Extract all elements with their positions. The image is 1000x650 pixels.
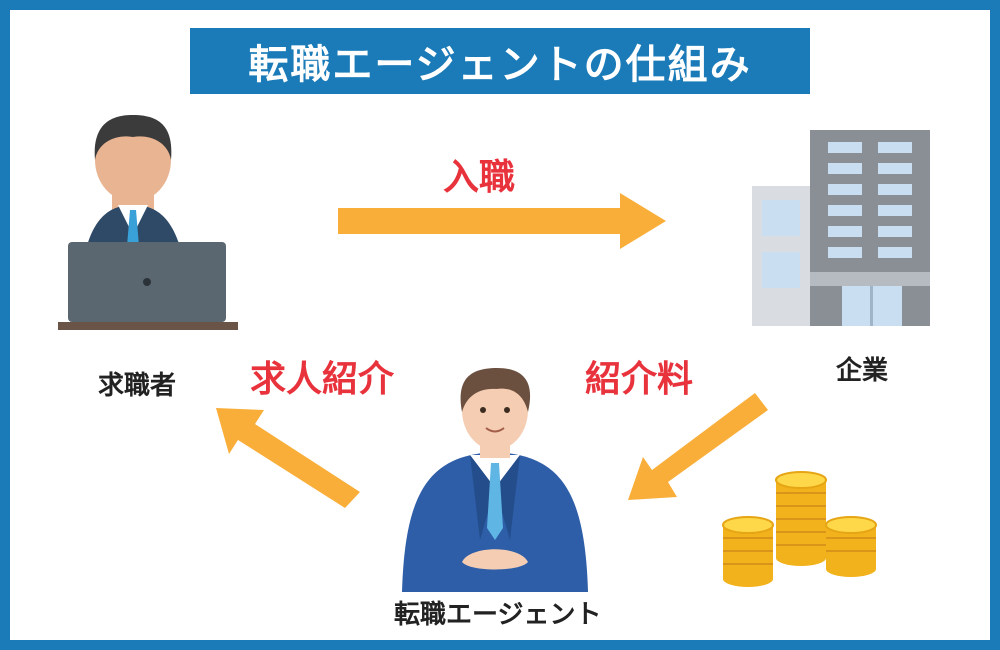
referral-fee-arrow (628, 393, 768, 500)
company-label: 企業 (836, 356, 889, 386)
office-building-icon (752, 130, 930, 326)
job-introduction-label: 求人紹介 (250, 359, 395, 400)
hire-label: 入職 (443, 157, 516, 198)
coin-stacks-icon (722, 471, 877, 587)
businessman-icon (402, 368, 588, 592)
hire-arrow (338, 193, 666, 249)
job-seeker-label: 求職者 (98, 371, 177, 401)
job-introduction-arrow (216, 408, 360, 508)
referral-fee-label: 紹介料 (585, 359, 694, 400)
person-laptop-icon (58, 115, 238, 330)
page-title: 転職エージェントの仕組み (248, 42, 752, 88)
title-banner: 転職エージェントの仕組み (190, 28, 810, 94)
agent-label: 転職エージェント (394, 600, 602, 630)
